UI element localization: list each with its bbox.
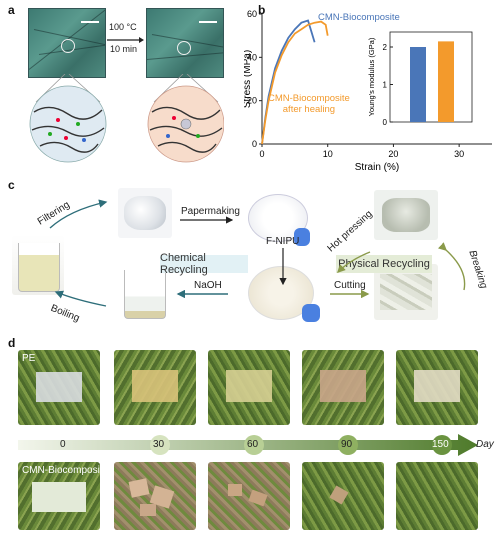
y-tick-label: 20: [247, 96, 257, 106]
step-naoh: NaOH: [194, 280, 222, 291]
inset-y-tick-label: 1: [383, 81, 388, 90]
fnipu-film-photo: [240, 262, 324, 324]
pe-day60-photo: [208, 350, 290, 425]
row-label-cmn: CMN-Biocomposite: [22, 465, 109, 476]
day-label-150: 150: [432, 439, 449, 450]
timeline-arrow: [18, 434, 478, 456]
beaker-solution-photo: [12, 235, 64, 295]
network-schematics: [29, 74, 224, 163]
series-line-healed: [261, 20, 329, 145]
inset-frame: [389, 31, 473, 123]
panel-label-d: d: [8, 336, 16, 350]
cmn-day90-photo: [302, 462, 384, 530]
cut-pieces-photo: [374, 264, 438, 320]
cmn-day0-photo: [18, 462, 100, 530]
day-label-90: 90: [341, 439, 353, 450]
micrograph-after: [146, 8, 224, 78]
step-papermaking: Papermaking: [181, 206, 240, 217]
day-axis-unit: Day: [476, 439, 494, 450]
x-tick-label: 20: [388, 149, 398, 159]
inset-y-tick-label: 0: [383, 118, 388, 127]
panel-label-c: c: [8, 178, 15, 192]
panel-label-b: b: [258, 3, 266, 17]
series-line-original: [261, 19, 316, 145]
heat-temp: 100 °C: [109, 22, 137, 32]
pe-day150-photo: [396, 350, 478, 425]
series-label-original: CMN-Biocomposite: [318, 12, 400, 23]
pe-day30-photo: [114, 350, 196, 425]
step-cutting: Cutting: [334, 280, 366, 291]
step-fnipu: F-NIPU: [266, 236, 300, 247]
pe-day90-photo: [302, 350, 384, 425]
day-label-0: 0: [60, 439, 66, 450]
panel-label-a: a: [8, 3, 15, 17]
cmn-day60-photo: [208, 462, 290, 530]
x-tick-label: 30: [454, 149, 464, 159]
micrograph-before: [28, 8, 106, 78]
beaker-naoh-photo: [118, 264, 172, 322]
pulp-photo: [118, 188, 172, 238]
series-label-healed: CMN-Biocomposite after healing: [268, 93, 350, 115]
recycling-arrows: [49, 199, 466, 307]
cmn-day150-photo: [396, 462, 478, 530]
y-tick-label: 60: [247, 9, 257, 19]
inset-bar-healed: [438, 41, 454, 122]
crushed-flakes-photo: [374, 190, 438, 240]
x-tick-label: 10: [323, 149, 333, 159]
paper-discs-photo: [240, 190, 320, 248]
y-tick-label: 40: [247, 52, 257, 62]
pe-day0-photo: [18, 350, 100, 425]
y-tick-label: 0: [252, 139, 257, 149]
cmn-day30-photo: [114, 462, 196, 530]
inset-y-axis-label: Young's modulus (GPa): [367, 37, 376, 116]
x-axis-label: Strain (%): [355, 162, 399, 173]
row-label-pe: PE: [22, 353, 36, 364]
heat-arrow: [107, 37, 144, 43]
y-axis-label: Stress (MPa): [244, 50, 253, 108]
physical-recycling-label: Physical Recycling: [336, 255, 432, 273]
inset-bar-original: [410, 47, 426, 122]
x-tick-label: 0: [259, 149, 264, 159]
inset-y-tick-label: 2: [383, 43, 388, 52]
day-label-60: 60: [247, 439, 259, 450]
day-label-30: 30: [153, 439, 165, 450]
heat-time: 10 min: [110, 44, 138, 54]
